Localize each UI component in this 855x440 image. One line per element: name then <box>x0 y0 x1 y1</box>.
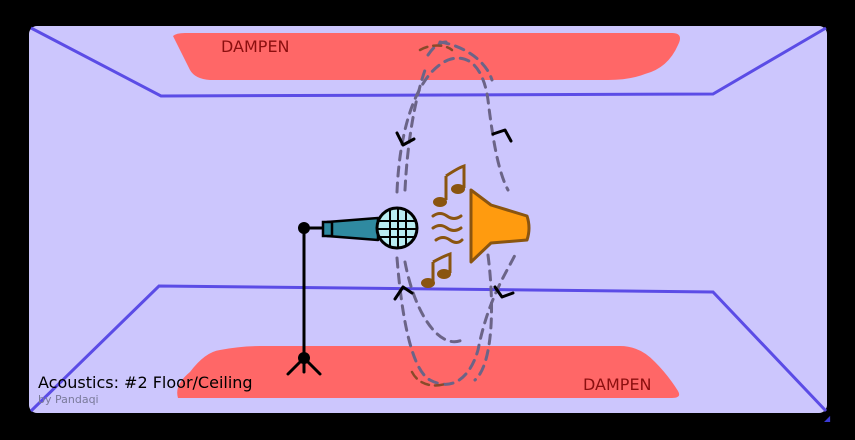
floor-line <box>29 284 828 413</box>
music-note-icon <box>421 251 452 288</box>
sound-wave-brown-loops <box>410 44 454 387</box>
diagram-title: Acoustics: #2 Floor/Ceiling <box>38 373 253 392</box>
microphone-icon <box>321 206 419 250</box>
room-perspective-lines <box>29 26 828 413</box>
dampen-label-top: DAMPEN <box>221 37 290 56</box>
arrow-icon <box>393 285 414 301</box>
sound-wave-lower-b <box>473 253 494 382</box>
microphone-grille <box>377 208 417 248</box>
direction-arrows <box>393 128 515 301</box>
sound-wave-icon <box>431 212 464 244</box>
stand-joint-top <box>298 222 310 234</box>
arrow-icon <box>491 128 513 143</box>
sound-wave-upper-a <box>395 56 510 194</box>
sound-wave-upper-cap <box>426 40 448 57</box>
speaker-icon <box>469 188 531 264</box>
dampen-panel-top <box>173 33 680 80</box>
music-note-icon <box>433 163 466 207</box>
stand-joint-bottom <box>298 352 310 364</box>
sound-wave-lower-c <box>403 260 464 344</box>
dampen-label-bottom: DAMPEN <box>583 375 652 394</box>
sound-wave-brown-top <box>418 44 454 52</box>
corner-mark-icon: ◢ <box>824 414 831 423</box>
ceiling-line <box>30 26 827 98</box>
microphone-cap <box>321 220 334 238</box>
sound-wave-brown-bottom <box>410 370 447 387</box>
sound-wave-upper-b <box>403 68 427 192</box>
microphone-body <box>325 216 380 242</box>
arrow-icon <box>493 285 515 299</box>
diagram-byline: by Pandaqi <box>38 393 99 406</box>
room-background <box>29 26 827 413</box>
arrow-icon <box>395 131 416 147</box>
